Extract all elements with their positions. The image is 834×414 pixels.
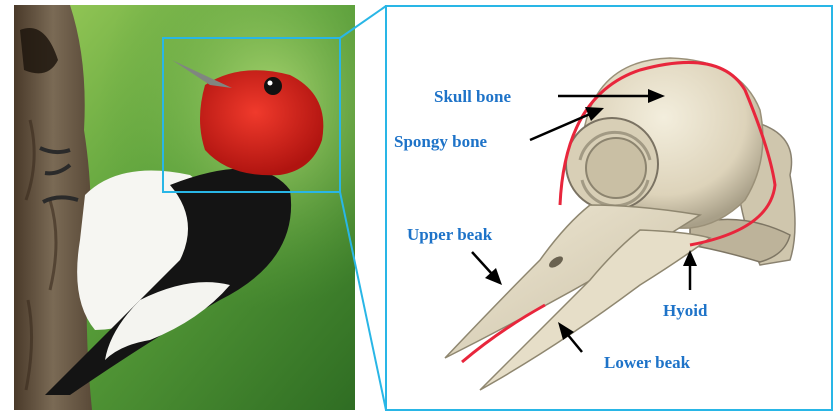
bird-eye: [264, 77, 282, 95]
bird-eye-glint: [268, 81, 273, 86]
skull-panel: [386, 6, 832, 410]
label-upper-beak: Upper beak: [407, 225, 492, 245]
label-lower-beak: Lower beak: [604, 353, 690, 373]
label-skull-bone: Skull bone: [434, 87, 511, 107]
label-hyoid: Hyoid: [663, 301, 707, 321]
label-spongy-bone: Spongy bone: [394, 132, 487, 152]
woodpecker-photo-panel: [14, 5, 355, 410]
eye-orbit-inner: [586, 138, 646, 198]
